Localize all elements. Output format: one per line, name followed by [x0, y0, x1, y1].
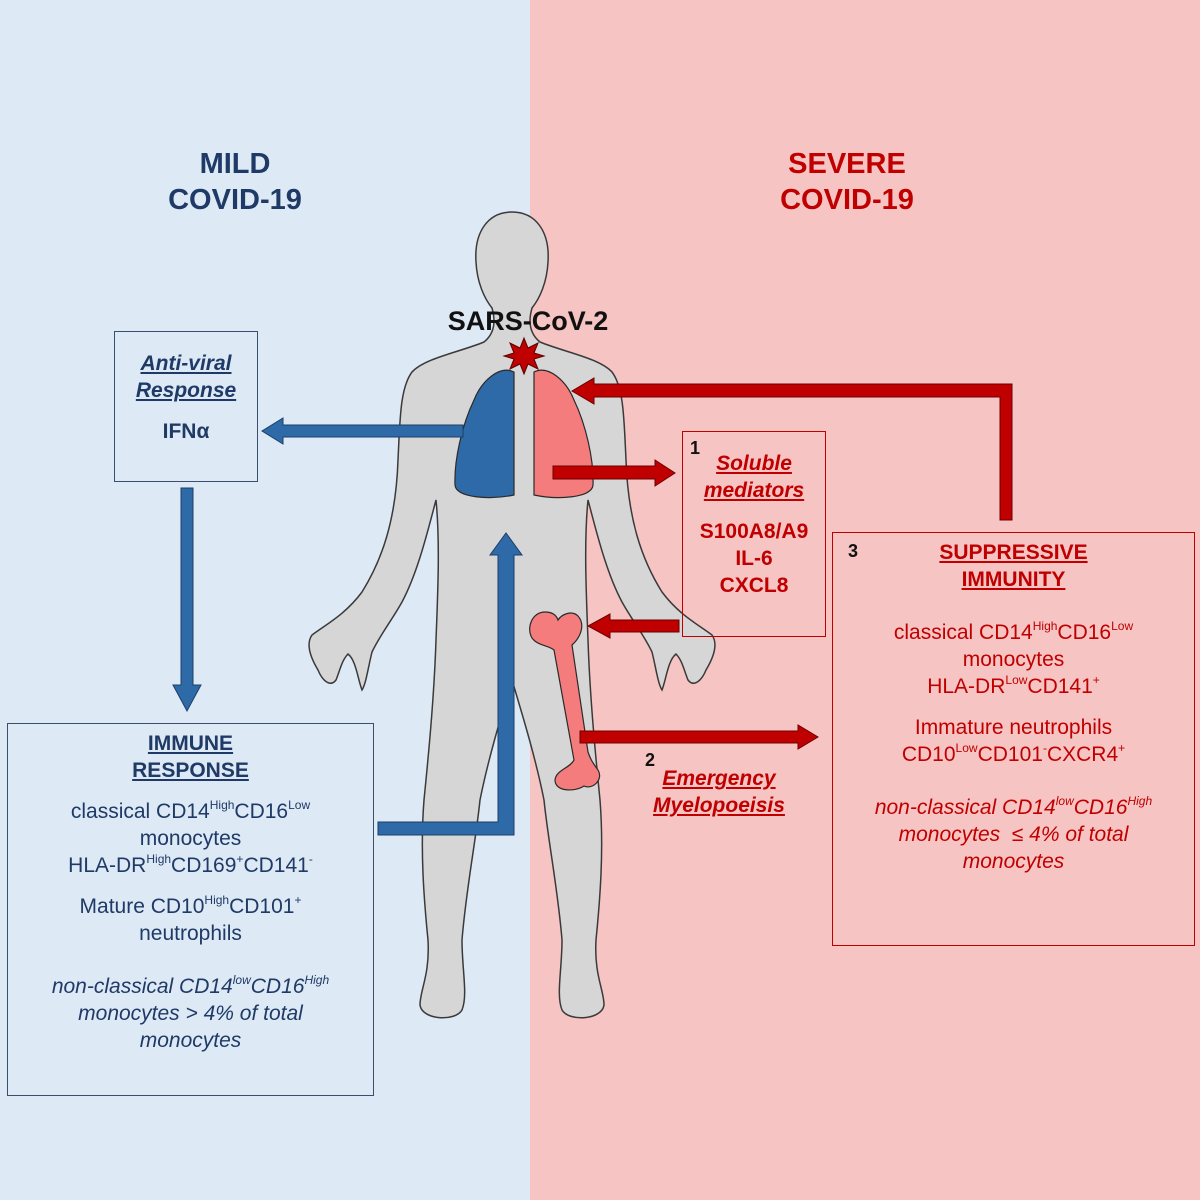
text-part: HLA-DR	[68, 854, 147, 877]
text-part: classical CD14	[893, 621, 1033, 644]
suppressive-immunity-box: SUPPRESSIVE IMMUNITY classical CD14HighC…	[832, 532, 1195, 946]
superscript: High	[1032, 619, 1058, 633]
superscript: low	[232, 973, 251, 987]
immune-mature-neutrophil-markers: Mature CD10HighCD101+	[8, 893, 373, 920]
virus-label: SARS-CoV-2	[447, 306, 609, 336]
text-part: CD16	[1073, 796, 1128, 819]
arrow-soluble-to-bone	[586, 613, 680, 639]
text-part: non-classical CD14	[51, 975, 233, 998]
superscript: High	[1127, 794, 1153, 808]
myelopoiesis-line1: Emergency	[662, 767, 776, 790]
antiviral-title-line1: Anti-viral	[140, 352, 232, 375]
superscript: +	[294, 893, 302, 907]
superscript: Low	[955, 741, 978, 755]
suppressive-number: 3	[848, 541, 859, 561]
arrow-lung-to-antiviral	[261, 417, 464, 445]
immune-hla-markers: HLA-DRHighCD169+CD141-	[8, 852, 373, 879]
myelopoiesis-line2: Myelopoeisis	[653, 794, 785, 817]
superscript: High	[146, 852, 172, 866]
arrow-antiviral-to-immune	[172, 487, 202, 713]
soluble-item-s100: S100A8/A9	[699, 520, 809, 543]
blue-arrows	[172, 417, 523, 836]
text-part: non-classical CD14	[874, 796, 1056, 819]
red-arrows	[552, 377, 1013, 750]
severe-title-line2: COVID-19	[780, 184, 914, 216]
superscript: Low	[1005, 673, 1028, 687]
text-part: CD141	[1027, 675, 1093, 698]
suppressive-monocytes-word: monocytes	[962, 648, 1065, 671]
soluble-item-cxcl8: CXCL8	[719, 574, 789, 597]
suppressive-classical-monocyte-markers: classical CD14HighCD16Low	[833, 619, 1194, 646]
arrow-bone-to-suppressive	[579, 724, 819, 750]
suppressive-nonclassical-markers: non-classical CD14lowCD16High	[833, 794, 1194, 821]
immune-response-box: IMMUNE RESPONSE classical CD14HighCD16Lo…	[7, 723, 374, 1096]
superscript: +	[1092, 673, 1100, 687]
text-part: CD101	[229, 895, 295, 918]
severe-title-line1: SEVERE	[788, 148, 906, 180]
immune-nonclassical-line2: monocytes > 4% of total	[78, 1002, 303, 1025]
soluble-item-il6: IL-6	[735, 547, 773, 570]
arrow-lung-to-soluble	[552, 459, 676, 487]
immune-neutrophils-word: neutrophils	[139, 922, 242, 945]
blue-lung	[454, 369, 515, 499]
immune-title-line1: IMMUNE	[147, 732, 234, 755]
text-part: HLA-DR	[927, 675, 1006, 698]
superscript: -	[308, 852, 313, 866]
text-part: Mature CD10	[79, 895, 205, 918]
text-part: CD16	[1057, 621, 1112, 644]
suppressive-nonclassical-line3: monocytes	[962, 850, 1065, 873]
immune-nonclassical-line3: monocytes	[139, 1029, 242, 1052]
superscript: -	[1042, 741, 1047, 755]
suppressive-neutrophil-markers: CD10LowCD101-CXCR4+	[833, 741, 1194, 768]
suppressive-title-line1: SUPPRESSIVE	[939, 541, 1088, 564]
antiviral-mediator: IFNα	[162, 420, 210, 443]
antiviral-response-box: Anti-viral Response IFNα	[114, 331, 258, 482]
superscript: Low	[288, 798, 311, 812]
bone-icon	[529, 611, 601, 791]
superscript: low	[1055, 794, 1074, 808]
superscript: High	[209, 798, 235, 812]
text-part: CD141	[243, 854, 309, 877]
arrow-suppressive-to-lung	[571, 377, 1013, 521]
mild-title-line1: MILD	[199, 148, 271, 180]
text-part: CD10	[901, 743, 956, 766]
myelopoiesis-number: 2	[645, 750, 656, 770]
text-part: CD16	[250, 975, 305, 998]
text-part: CD16	[234, 800, 289, 823]
immune-title-line2: RESPONSE	[132, 759, 249, 782]
suppressive-nonclassical-line2: monocytes ≤ 4% of total	[898, 823, 1129, 846]
superscript: High	[304, 973, 330, 987]
severe-title: SEVERE COVID-19	[732, 146, 962, 218]
mild-title-line2: COVID-19	[168, 184, 302, 216]
soluble-title-line2: mediators	[703, 479, 805, 502]
superscript: Low	[1111, 619, 1134, 633]
immune-nonclassical-markers: non-classical CD14lowCD16High	[8, 973, 373, 1000]
superscript: High	[204, 893, 230, 907]
suppressive-title-line2: IMMUNITY	[961, 568, 1066, 591]
superscript: +	[1118, 741, 1126, 755]
superscript: +	[236, 852, 244, 866]
soluble-title-line1: Soluble	[716, 452, 792, 475]
myelopoiesis-label: Emergency Myelopoeisis	[630, 765, 808, 819]
arrow-immune-to-body	[377, 532, 523, 836]
suppressive-hla-markers: HLA-DRLowCD141+	[833, 673, 1194, 700]
text-part: CD101	[977, 743, 1043, 766]
immune-classical-monocyte-markers: classical CD14HighCD16Low	[8, 798, 373, 825]
immune-monocytes-word: monocytes	[139, 827, 242, 850]
suppressive-immature-neutrophils: Immature neutrophils	[914, 716, 1113, 739]
soluble-mediators-box: Soluble mediators S100A8/A9 IL-6 CXCL8	[682, 431, 826, 637]
text-part: CXCR4	[1046, 743, 1119, 766]
virus-star-icon	[502, 336, 546, 376]
antiviral-title-line2: Response	[135, 379, 237, 402]
text-part: classical CD14	[70, 800, 210, 823]
mild-title: MILD COVID-19	[120, 146, 350, 218]
text-part: CD169	[171, 854, 237, 877]
soluble-number: 1	[690, 438, 701, 458]
